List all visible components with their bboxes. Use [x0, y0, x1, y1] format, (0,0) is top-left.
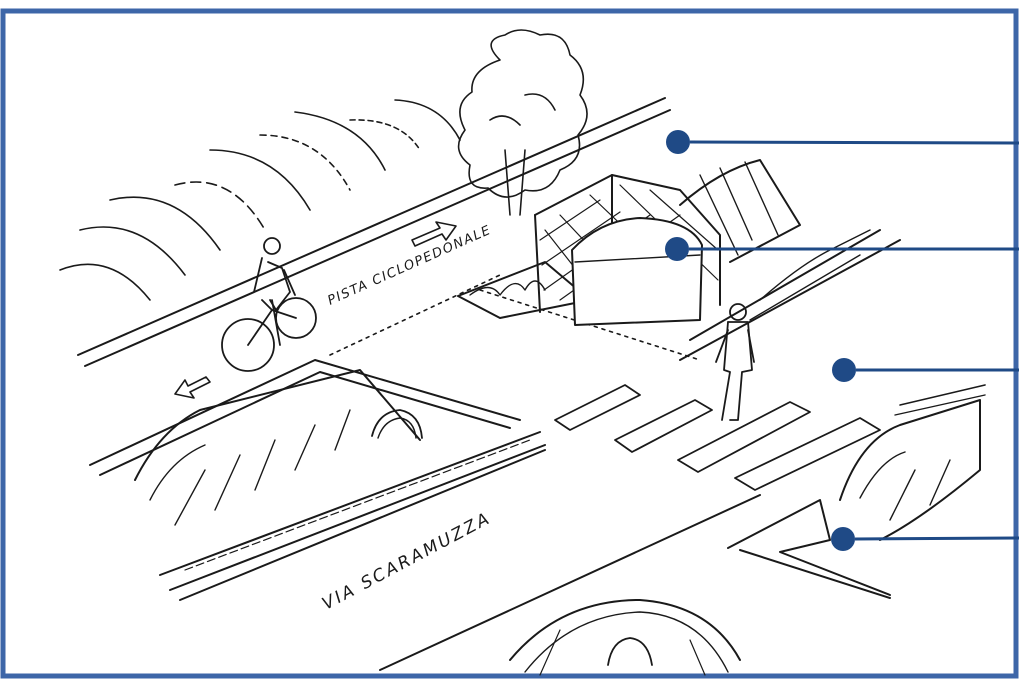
callout-dot [666, 130, 690, 154]
callout-dot [665, 237, 689, 261]
callout-dot [832, 358, 856, 382]
callout-leader [690, 142, 1019, 143]
callout-leader [855, 538, 1019, 539]
callout-dot [831, 527, 855, 551]
